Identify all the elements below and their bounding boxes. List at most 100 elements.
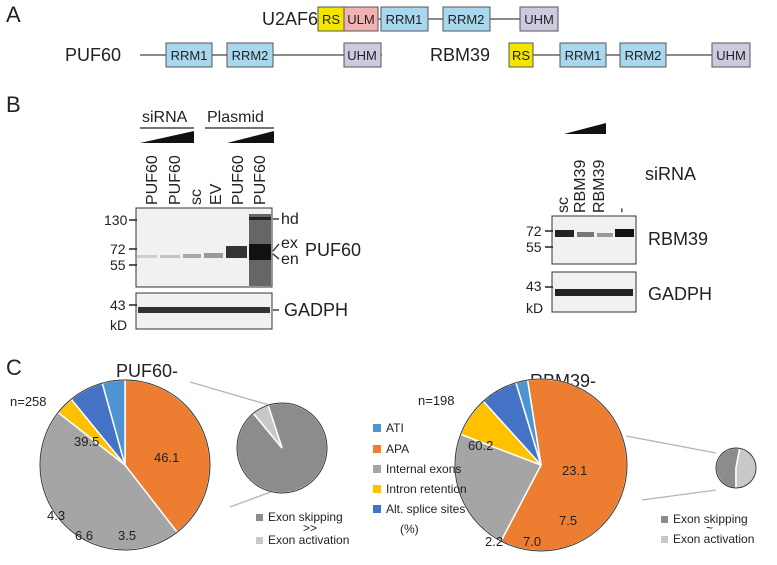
panel-label-b: B: [6, 92, 21, 117]
legend-unit: (%): [400, 522, 419, 536]
band-label-en: en: [281, 251, 299, 268]
pie-slice-exon-activation: [735, 447, 757, 489]
lane-label-3: sc: [188, 189, 205, 205]
gadph-label-left: GADPH: [284, 300, 348, 320]
band: [160, 255, 180, 258]
pie-outline: [454, 378, 628, 552]
puf60-value-ati: 4.3: [47, 508, 65, 523]
u2af65-rrm2-domain: [442, 6, 491, 32]
legend-swatch-apa: [373, 445, 381, 453]
rbm39-rs-domain: [508, 42, 534, 68]
rbm39-value-altss: 7.0: [523, 534, 541, 549]
legend-swatch-activation: [661, 536, 668, 543]
panel-label-c: C: [6, 355, 22, 380]
rbm39-name: RBM39: [430, 45, 490, 65]
puf60-name: PUF60: [65, 45, 121, 65]
puf60-uhm-label: UHM: [347, 48, 377, 63]
puf60-rrm1-domain: [165, 42, 213, 68]
pie-outline: [236, 402, 328, 494]
u2af65-uhm-domain: [519, 6, 559, 32]
sirna-dose-wedge: [140, 131, 194, 143]
marker-130: 130: [104, 212, 128, 228]
pie-outline: [39, 379, 211, 551]
u2af65-rrm1-domain: [380, 6, 429, 32]
rbm39-sirna-label: siRNA: [645, 164, 696, 184]
legend-label-apa: APA: [386, 442, 409, 456]
lane-label-4: EV: [208, 183, 225, 205]
rbm39-uhm-label: UHM: [716, 48, 746, 63]
rbm39-exon-legend: Exon skipping ~ Exon activation: [661, 512, 754, 546]
legend-label-intron: Intron retention: [386, 482, 467, 496]
rbm39-blot-label: RBM39: [648, 229, 708, 249]
puf60-rrm2-domain: [226, 42, 274, 68]
marker-43-left: 43: [110, 297, 126, 313]
pie-outline: [715, 447, 757, 489]
legend-label-skipping: Exon skipping: [673, 512, 748, 526]
band: [249, 217, 271, 220]
puf60-value-intron: 3.5: [118, 528, 136, 543]
rbm39-rrm2-domain: [619, 42, 667, 68]
legend-label-altss: Alt. splice sites: [386, 502, 465, 516]
puf60-events-pie: [39, 379, 211, 551]
legend-swatch-intron: [373, 485, 381, 493]
rbm39-value-apa: 60.2: [468, 438, 493, 453]
rbm39-rrm1-domain: [559, 42, 607, 68]
panel-label-a: A: [6, 2, 21, 27]
band: [555, 230, 574, 237]
puf60-uhm-domain: [343, 42, 382, 68]
u2af65-rrm2-label: RRM2: [448, 12, 485, 27]
band: [138, 307, 270, 313]
rbm39-rrm1-label: RRM1: [565, 48, 602, 63]
puf60-value-apa: 39.5: [74, 434, 99, 449]
band: [615, 229, 634, 237]
band: [137, 255, 157, 258]
band: [597, 233, 613, 237]
band: [183, 254, 201, 258]
puf60-pie-title: PUF60-: [116, 361, 178, 381]
legend-swatch-altss: [373, 505, 381, 513]
u2af65-ulm-domain: [343, 6, 379, 32]
legend-swatch-ati: [373, 424, 381, 432]
rbm39-lane-label-1: sc: [555, 197, 572, 213]
group-label-sirna: siRNA: [142, 109, 188, 126]
kd-label-right: kD: [526, 300, 543, 316]
rbm39-lane-label-2: RBM39: [572, 160, 589, 213]
rbm39-uhm-domain: [711, 42, 751, 68]
rbm39-blot-membrane: [551, 215, 637, 265]
plasmid-dose-wedge: [227, 131, 274, 143]
gadph-label-right: GADPH: [648, 284, 712, 304]
rbm39-marker-72: 72: [526, 223, 542, 239]
u2af65-rrm1-label: RRM1: [386, 12, 423, 27]
legend-comparison: >>: [303, 521, 317, 535]
lane-label-1: PUF60: [144, 155, 161, 205]
marker-43-right: 43: [526, 278, 542, 294]
band: [249, 244, 271, 260]
rbm39-western-blot: sc RBM39 RBM39 - siRNA 72 55 RBM39 43 kD…: [526, 123, 712, 316]
legend-swatch-skipping: [661, 516, 668, 523]
rbm39-internal-exons-pie: [715, 447, 757, 489]
band: [226, 246, 247, 258]
marker-72: 72: [110, 241, 126, 257]
lane-label-5: PUF60: [230, 155, 247, 205]
puf60-value-altss: 6.6: [75, 528, 93, 543]
rbm39-value-intron: 7.5: [559, 513, 577, 528]
band-label-ex: ex: [281, 235, 298, 252]
legend-label-activation: Exon activation: [268, 533, 349, 547]
legend-label-skipping: Exon skipping: [268, 510, 343, 524]
legend-label-internal: Internal exons: [386, 462, 461, 476]
puf60-western-blot: siRNA Plasmid PUF60 PUF60 sc EV PUF60 PU…: [104, 109, 361, 333]
puf60-value-internal: 46.1: [154, 450, 179, 465]
legend-label-ati: ATI: [386, 421, 404, 435]
rbm39-rrm2-label: RRM2: [625, 48, 662, 63]
band: [577, 232, 594, 237]
rbm39-lane-label-3: RBM39: [591, 160, 608, 213]
rbm39-value-ati: 2.2: [485, 534, 503, 549]
u2af65-ulm-label: ULM: [347, 12, 374, 27]
legend-comparison: ~: [706, 521, 713, 535]
u2af65-name: U2AF65: [262, 9, 328, 29]
legend-swatch-activation: [256, 537, 263, 544]
puf60-rrm2-label: RRM2: [232, 48, 269, 63]
u2af65-rs-label: RS: [322, 12, 340, 27]
band: [555, 289, 633, 296]
